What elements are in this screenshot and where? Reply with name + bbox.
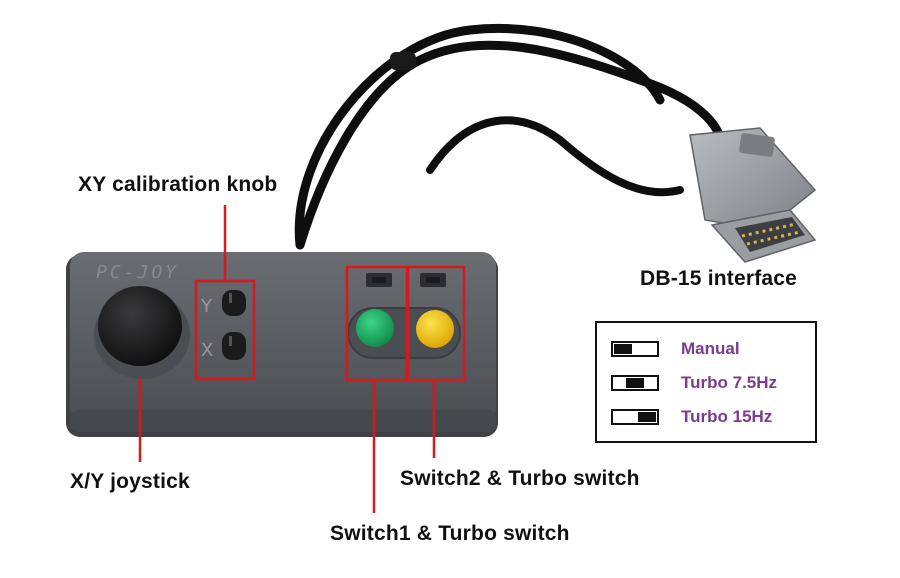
db15-label: DB-15 interface — [640, 267, 798, 290]
knob-y-letter: Y — [201, 296, 212, 317]
turbo-legend: Manual Turbo 7.5Hz Turbo 15Hz — [595, 321, 817, 443]
cable-loop — [426, 116, 684, 197]
switch2-button — [416, 310, 454, 348]
cable — [294, 24, 727, 250]
switch1-button — [356, 309, 394, 347]
slider-switch-icon — [611, 375, 659, 391]
callouts — [138, 205, 466, 513]
slider-switch-icon — [611, 409, 659, 425]
legend-row-turbo-7-5: Turbo 7.5Hz — [611, 372, 777, 394]
legend-label: Manual — [681, 339, 740, 358]
legend-label: Turbo 7.5Hz — [681, 373, 778, 392]
legend-label: Turbo 15Hz — [681, 407, 773, 426]
switch2-label: Switch2 & Turbo switch — [400, 467, 640, 490]
legend-row-manual: Manual — [611, 338, 740, 360]
knob-x-letter: X — [201, 340, 214, 361]
calibration-knobs — [222, 290, 246, 360]
legend-row-turbo-15: Turbo 15Hz — [611, 406, 772, 428]
slider-switch-icon — [611, 341, 659, 357]
xy-calibration-label: XY calibration knob — [78, 173, 278, 196]
cable-clip — [390, 52, 416, 70]
switch1-label: Switch1 & Turbo switch — [330, 522, 570, 545]
joystick-stick — [94, 286, 190, 379]
joystick-label: X/Y joystick — [70, 470, 190, 493]
brand-label: PC-JOY — [96, 262, 180, 283]
db15-connector — [689, 127, 817, 263]
